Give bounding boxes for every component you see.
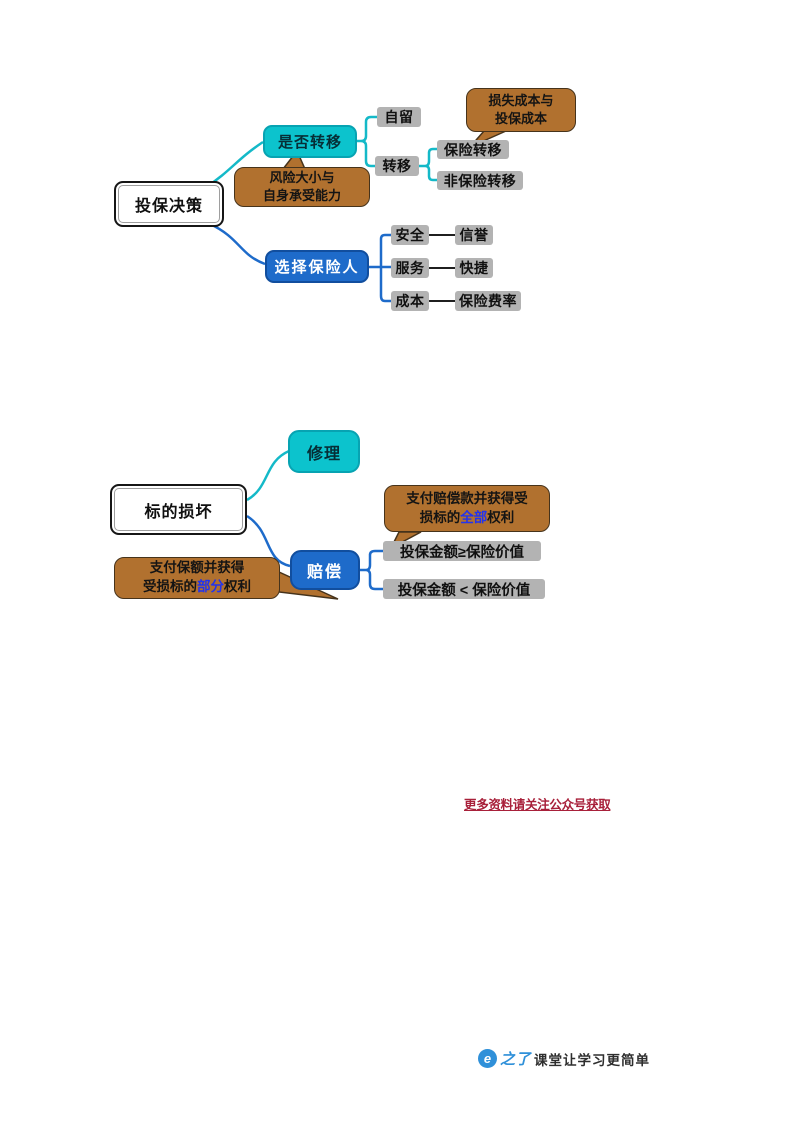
root-node-insurance-decision: 投保决策 — [114, 181, 224, 227]
label-insurance-transfer-text: 保险转移 — [444, 141, 502, 158]
connector-root2-to-repair — [246, 449, 290, 502]
label-non-insurance-transfer: 非保险转移 — [437, 171, 523, 190]
label-insurance-transfer: 保险转移 — [437, 140, 509, 159]
full-rights-highlight: 全部 — [460, 509, 488, 525]
label-non-insurance-transfer-text: 非保险转移 — [443, 172, 517, 189]
label-service-text: 服务 — [395, 260, 425, 276]
label-cost-text: 成本 — [395, 293, 425, 309]
label-amount-lt-value-text: 投保金额 < 保险价值 — [397, 582, 531, 599]
brace-compensate-children — [360, 549, 383, 591]
partial-rights-line2-post: 权利 — [224, 579, 251, 594]
partial-rights-highlight: 部分 — [197, 579, 224, 594]
node-repair: 修理 — [288, 430, 360, 473]
brand-logo-glyph: e — [483, 1051, 492, 1066]
label-premium-rate-text: 保险费率 — [459, 293, 517, 309]
label-premium-rate: 保险费率 — [455, 291, 521, 311]
full-rights-line1: 支付赔偿款并获得受 — [406, 490, 528, 506]
partial-rights-line2: 受损标的部分权利 — [143, 578, 251, 597]
label-quickness-text: 快捷 — [459, 260, 489, 276]
label-service: 服务 — [391, 258, 429, 278]
brace-transfer-children — [419, 147, 437, 182]
risk-callout-line1: 风险大小与 — [269, 169, 335, 185]
risk-callout-line2: 自身承受能力 — [262, 188, 341, 203]
node-compensate-label: 赔偿 — [306, 564, 343, 581]
full-rights-line2-pre: 损标的 — [419, 509, 461, 525]
callout-partial-rights: 支付保额并获得 受损标的部分权利 — [114, 557, 280, 599]
label-amount-lt-value: 投保金额 < 保险价值 — [383, 579, 545, 599]
connector-root1-to-insurer — [209, 222, 266, 266]
label-transfer-text: 转移 — [382, 158, 412, 174]
label-reputation-text: 信誉 — [459, 227, 489, 243]
brand-name-dark: 课堂让学习更简单 — [534, 1052, 651, 1068]
full-rights-line2: 损标的全部权利 — [420, 509, 515, 528]
brand-logo-icon: e — [478, 1049, 497, 1068]
lines-insurer-rows — [427, 234, 455, 302]
brace-insurer-children — [369, 233, 391, 303]
partial-rights-line2-pre: 受损标的 — [143, 579, 197, 594]
cost-callout-line1: 损失成本与 — [488, 92, 554, 108]
footer-watermark: e 之了 课堂让学习更简单 — [478, 1048, 650, 1069]
node-whether-transfer-label: 是否转移 — [277, 134, 342, 151]
root2-label: 标的损坏 — [144, 503, 213, 521]
label-retain: 自留 — [377, 107, 421, 127]
node-choose-insurer: 选择保险人 — [265, 250, 369, 283]
node-whether-transfer: 是否转移 — [263, 125, 357, 158]
brace-decision-children — [357, 115, 377, 168]
label-amount-gte-value: 投保金额≥保险价值 — [383, 541, 541, 561]
label-cost: 成本 — [391, 291, 429, 311]
node-choose-insurer-label: 选择保险人 — [274, 259, 360, 276]
connector-root2-to-compensate — [246, 514, 291, 568]
node-compensate: 赔偿 — [290, 550, 360, 590]
label-safety-text: 安全 — [395, 227, 425, 243]
callout-loss-vs-premium-cost: 损失成本与 投保成本 — [466, 88, 576, 132]
red-annotation: 更多资料请关注公众号获取 — [464, 794, 611, 813]
full-rights-line2-post: 权利 — [487, 509, 515, 525]
node-repair-label: 修理 — [306, 445, 341, 463]
root-node-subject-damaged: 标的损坏 — [110, 484, 247, 535]
label-quickness: 快捷 — [455, 258, 493, 278]
label-retain-text: 自留 — [384, 109, 414, 125]
brand-name-blue: 之了 — [500, 1051, 532, 1068]
label-amount-gte-value-text: 投保金额≥保险价值 — [400, 544, 524, 561]
cost-callout-line2: 投保成本 — [494, 111, 547, 126]
partial-rights-line1: 支付保额并获得 — [149, 560, 245, 576]
label-transfer: 转移 — [375, 156, 419, 176]
label-reputation: 信誉 — [455, 225, 493, 245]
root1-label: 投保决策 — [134, 198, 203, 215]
callout-risk-capacity: 风险大小与 自身承受能力 — [234, 167, 370, 207]
callout-full-rights: 支付赔偿款并获得受 损标的全部权利 — [384, 485, 550, 532]
red-annotation-text: 更多资料请关注公众号获取 — [464, 798, 611, 812]
label-safety: 安全 — [391, 225, 429, 245]
